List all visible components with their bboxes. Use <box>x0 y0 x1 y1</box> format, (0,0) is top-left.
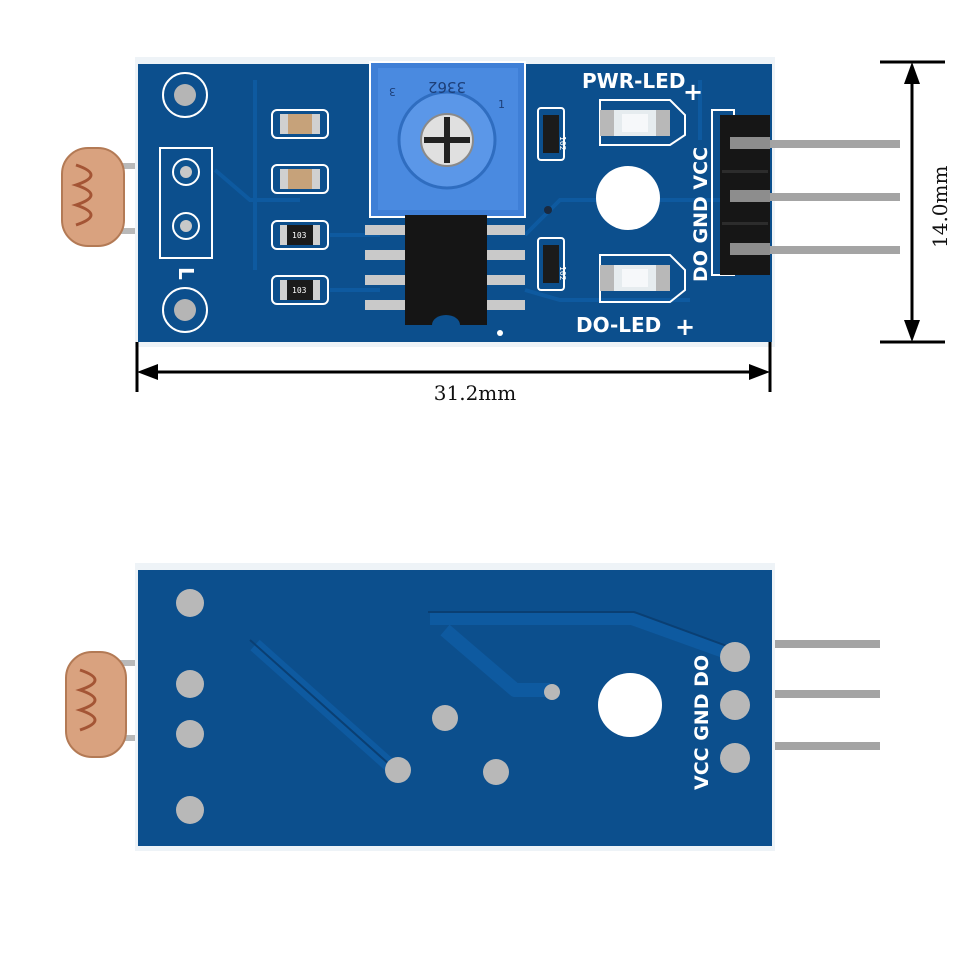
ldr-silk-box <box>159 147 213 259</box>
do-led <box>599 254 686 303</box>
height-dimension: 14.0mm <box>880 60 952 344</box>
resistor-code: 102 <box>558 266 567 281</box>
resistor-code: 103 <box>292 231 307 240</box>
pot-marking: 3362 <box>428 78 466 96</box>
pwr-led-plus: + <box>683 78 703 106</box>
do-led-label: DO-LED <box>576 313 661 337</box>
solder-pad <box>176 589 204 617</box>
mount-hole <box>174 84 196 106</box>
pwr-led <box>599 99 686 146</box>
solder-pad <box>483 759 509 785</box>
resistor-code: 102 <box>558 136 567 151</box>
width-label: 31.2mm <box>434 381 516 405</box>
back-board: VCC GND DO <box>65 563 880 851</box>
header-pin-labels: DO GND VCC <box>690 147 712 282</box>
solder-pad <box>176 720 204 748</box>
via <box>544 206 552 214</box>
height-label: 14.0mm <box>928 166 952 248</box>
potentiometer: 3362 1 3 <box>369 61 526 218</box>
pin-header-back <box>720 640 880 773</box>
resistor-code: 103 <box>292 286 307 295</box>
solder-pad <box>385 757 411 783</box>
pcb-traces <box>213 80 720 302</box>
smd-resistor: 103 <box>271 275 329 305</box>
solder-pad <box>176 670 204 698</box>
width-dimension: 31.2mm <box>135 342 772 405</box>
smd-capacitor <box>271 109 329 139</box>
smd-resistor: 102 <box>537 107 567 161</box>
smd-resistor: 103 <box>271 220 329 250</box>
photoresistor-front <box>61 147 125 247</box>
do-led-plus: + <box>675 313 695 341</box>
smd-resistor: 102 <box>537 237 567 291</box>
pot-pin-3: 3 <box>389 85 396 98</box>
mount-hole-ring <box>162 287 208 333</box>
center-mount-hole <box>596 166 660 230</box>
pot-pin-1: 1 <box>498 98 505 111</box>
trace-outlines <box>249 611 739 766</box>
front-board: L 103 103 <box>61 57 900 347</box>
comparator-ic <box>365 215 525 336</box>
pin-header-front <box>711 109 900 276</box>
center-mount-hole <box>598 673 662 737</box>
sensor-mark: L <box>174 267 198 280</box>
header-pin-labels-back: VCC GND DO <box>691 655 713 790</box>
ldr-pad-solder <box>180 166 192 178</box>
mount-hole-ring <box>162 72 208 118</box>
mount-hole <box>174 299 196 321</box>
ldr-pad-solder <box>180 220 192 232</box>
smd-capacitor <box>271 164 329 194</box>
solder-pad <box>544 684 560 700</box>
pwr-led-label: PWR-LED <box>582 69 685 93</box>
solder-pad <box>432 705 458 731</box>
photoresistor-back <box>65 651 127 758</box>
solder-pad <box>176 796 204 824</box>
